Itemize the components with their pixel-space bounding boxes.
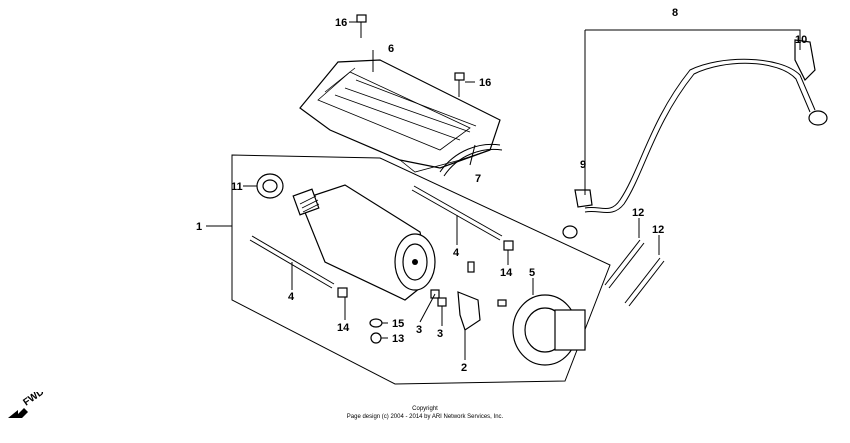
callout-7: 7: [475, 173, 481, 185]
bolt-16-right: [454, 72, 465, 97]
callout-14-left: 14: [337, 322, 350, 334]
callout-3-b: 3: [437, 328, 443, 340]
gasket-arc-part: [439, 143, 503, 177]
callout-12-left: 12: [632, 207, 644, 219]
callout-6: 6: [388, 43, 394, 55]
callout-12-right: 12: [652, 224, 664, 236]
bolt-16-top: [356, 14, 367, 38]
callout-16-top: 16: [335, 17, 347, 29]
small-screw: [467, 261, 475, 273]
starter-cover-part: [299, 59, 501, 173]
callout-11: 11: [231, 181, 243, 193]
fwd-arrow-icon: FWD: [8, 392, 46, 418]
through-bolt-right: [411, 189, 501, 241]
cap-part-9: [574, 189, 593, 208]
callout-2: 2: [461, 362, 467, 374]
cable-terminal-right: [808, 110, 828, 126]
starter-cable-part: [584, 58, 816, 209]
callout-9: 9: [580, 159, 586, 171]
cable-terminal-left: [562, 225, 578, 239]
cap-part-10: [794, 39, 816, 82]
small-screw-2: [497, 299, 507, 307]
brush-holder-part: [457, 291, 481, 331]
callout-1: 1: [196, 221, 202, 233]
bolt-12-left: [604, 239, 641, 286]
nut-14-right: [503, 240, 514, 251]
brush-part-b: [437, 297, 447, 307]
starter-motor-body: [292, 184, 436, 301]
callout-16-right: 16: [479, 77, 491, 89]
end-cover-part: [512, 294, 586, 366]
callout-5: 5: [529, 267, 535, 279]
copyright-notice: Copyright Page design (c) 2004 - 2014 by…: [0, 405, 850, 421]
callout-3-a: 3: [416, 324, 422, 336]
nut-14-left: [337, 287, 348, 298]
callout-4-right: 4: [453, 247, 460, 259]
bolt-12-right: [624, 257, 661, 304]
callout-13: 13: [392, 333, 404, 345]
starter-assembly-outline: [231, 154, 611, 385]
copyright-line-2: Page design (c) 2004 - 2014 by ARI Netwo…: [346, 414, 504, 420]
callout-15: 15: [392, 318, 404, 330]
copyright-line-1: Copyright: [412, 406, 438, 412]
through-bolt-left: [249, 239, 333, 289]
callout-8: 8: [672, 7, 678, 19]
callout-4-left: 4: [288, 291, 295, 303]
callout-10: 10: [795, 34, 807, 46]
washer-15: [369, 318, 383, 328]
nut-13: [370, 332, 382, 344]
callout-14-right: 14: [500, 267, 513, 279]
